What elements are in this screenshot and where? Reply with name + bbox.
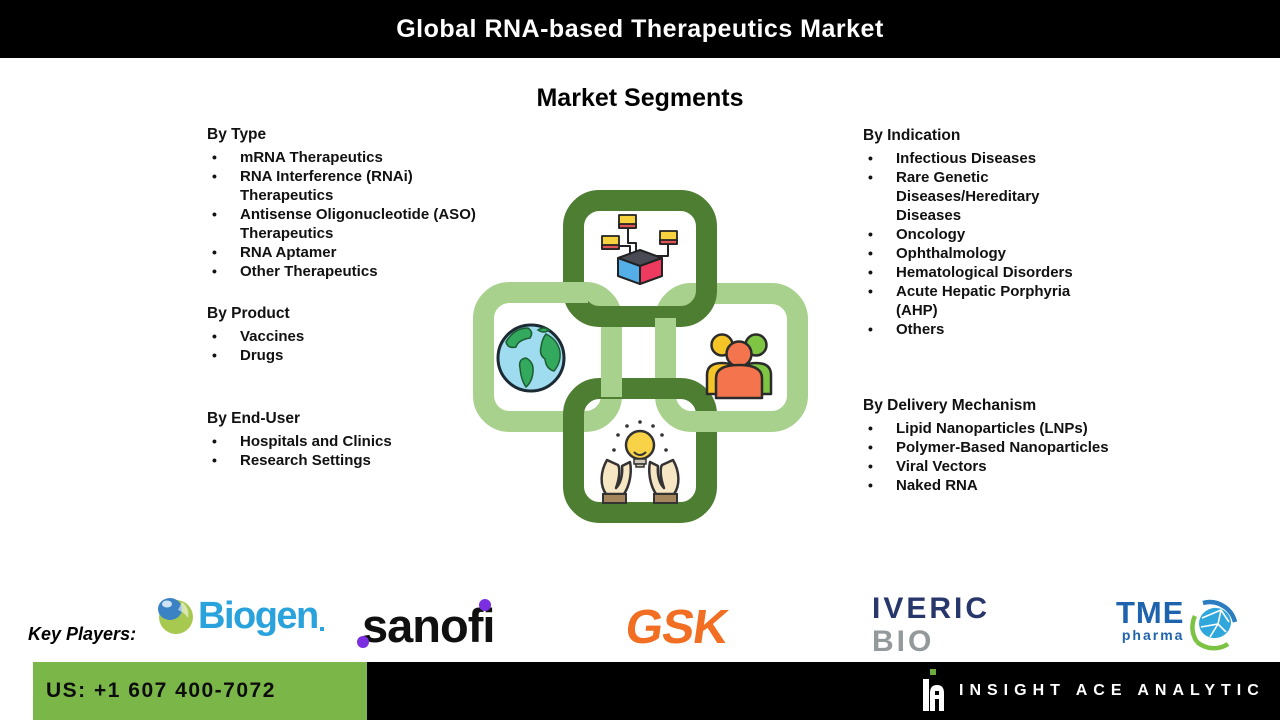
segment-list-by-indication: By Indication Infectious Diseases Rare G…: [863, 127, 1077, 339]
iveric-bio-logo: IVERIC BIO: [872, 592, 991, 672]
segment-title: By End-User: [207, 410, 301, 427]
list-item: Vaccines: [207, 327, 499, 346]
iveric-wordmark-line2: BIO: [872, 625, 935, 658]
sanofi-purple-dot: [357, 636, 369, 648]
segment-list-by-end-user: By End-User Hospitals and Clinics Resear…: [207, 410, 499, 470]
phone-banner: US: +1 607 400-7072: [33, 662, 367, 720]
chain-ring-bottom: [563, 378, 717, 523]
list-item: Oncology: [863, 225, 1077, 244]
segment-title: By Product: [207, 305, 290, 322]
list-item: Antisense Oligonucleotide (ASO) Therapeu…: [207, 205, 499, 243]
chain-ring-top: [563, 190, 717, 327]
list-item: Acute Hepatic Porphyria (AHP): [863, 282, 1077, 320]
list-item: Naked RNA: [863, 476, 1155, 495]
segment-list-by-delivery-mechanism: By Delivery Mechanism Lipid Nanoparticle…: [863, 397, 1155, 495]
tme-pharma-sub: pharma: [1121, 627, 1185, 643]
segment-list-by-product: By Product Vaccines Drugs: [207, 305, 499, 365]
phone-number: US: +1 607 400-7072: [46, 679, 276, 702]
iveric-wordmark-line1: IVERIC: [872, 592, 991, 625]
list-item: Polymer-Based Nanoparticles: [863, 438, 1155, 457]
people-icon: [705, 333, 773, 400]
segment-title: By Type: [207, 126, 267, 143]
sanofi-logo: sanofi: [357, 598, 495, 654]
tme-globe-icon: [1190, 599, 1238, 651]
list-item: Viral Vectors: [863, 457, 1155, 476]
list-item: Drugs: [207, 346, 499, 365]
chain-ring-right: [655, 283, 808, 432]
interlocking-links-graphic: [473, 190, 808, 523]
list-item: Hematological Disorders: [863, 263, 1077, 282]
section-title: Market Segments: [536, 84, 744, 112]
biogen-wordmark: Biogen: [198, 595, 319, 637]
list-item: Infectious Diseases: [863, 149, 1077, 168]
list-item: RNA Aptamer: [207, 243, 499, 262]
list-item: Lipid Nanoparticles (LNPs): [863, 419, 1155, 438]
brand-name: INSIGHT ACE ANALYTIC: [959, 682, 1265, 699]
list-item: Other Therapeutics: [207, 262, 499, 281]
list-item: Others: [863, 320, 1077, 339]
product-box-icon: [601, 214, 678, 285]
gsk-logo: GSK: [622, 600, 730, 656]
sanofi-wordmark: sanofi: [362, 599, 495, 652]
page-title: Global RNA-based Therapeutics Market: [396, 14, 884, 43]
segment-list-by-type: By Type mRNA Therapeutics RNA Interferen…: [207, 126, 499, 281]
segment-title: By Indication: [863, 127, 961, 144]
idea-hands-icon: [600, 420, 680, 504]
tme-wordmark: TME: [1116, 595, 1185, 630]
globe-icon: [496, 323, 566, 393]
list-item: RNA Interference (RNAi) Therapeutics: [207, 167, 499, 205]
gsk-wordmark: GSK: [622, 601, 731, 654]
list-item: Rare Genetic Diseases/Hereditary Disease…: [863, 168, 1077, 225]
key-players-label: Key Players:: [28, 624, 137, 644]
biogen-logo: Biogen: [154, 592, 324, 640]
segment-title: By Delivery Mechanism: [863, 397, 1037, 414]
list-item: Research Settings: [207, 451, 499, 470]
list-item: mRNA Therapeutics: [207, 148, 499, 167]
biogen-trademark-dot: [319, 627, 324, 631]
biogen-sphere-icon: [158, 598, 193, 634]
chain-ring-left: [473, 282, 622, 432]
chain-weave-patches: [556, 282, 724, 432]
tme-pharma-logo: TME pharma: [1116, 597, 1242, 654]
sanofi-purple-dot: [479, 599, 492, 611]
header-bar: Global RNA-based Therapeutics Market: [0, 0, 1280, 58]
insight-ace-logo-icon: [923, 669, 944, 711]
footer-bar: INSIGHT ACE ANALYTIC: [367, 662, 1280, 720]
list-item: Hospitals and Clinics: [207, 432, 499, 451]
list-item: Ophthalmology: [863, 244, 1077, 263]
